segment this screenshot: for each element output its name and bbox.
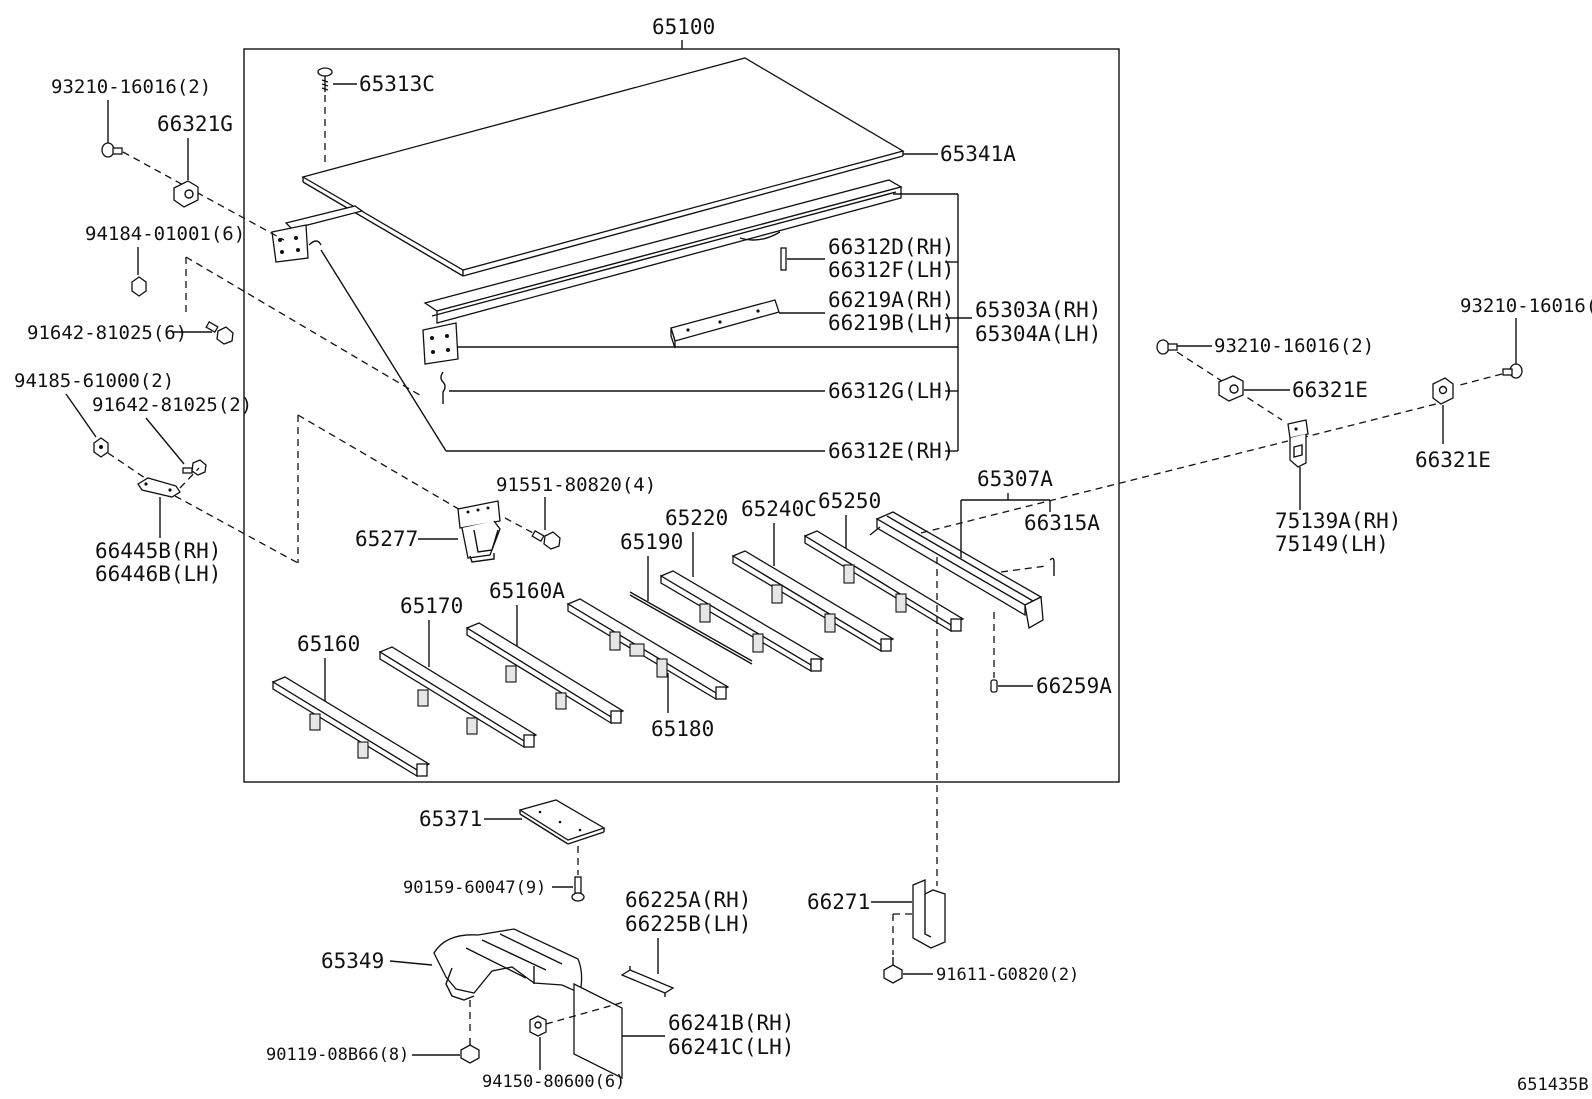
label-65341A[interactable]: 65341A — [940, 142, 1016, 166]
label-93210-right[interactable]: 93210-16016(2) — [1460, 295, 1592, 317]
label-90159[interactable]: 90159-60047(9) — [403, 878, 546, 898]
label-66259A[interactable]: 66259A — [1036, 674, 1112, 698]
strip-65190 — [629, 591, 753, 665]
pin-66312D — [780, 247, 787, 271]
label-65250[interactable]: 65250 — [818, 489, 881, 513]
label-91611[interactable]: 91611-G0820(2) — [936, 965, 1079, 985]
label-65313C[interactable]: 65313C — [359, 72, 435, 96]
label-66312G[interactable]: 66312G(LH) — [828, 379, 954, 403]
label-93210-mid[interactable]: 93210-16016(2) — [1214, 335, 1374, 357]
bracket-66225A — [620, 966, 675, 997]
label-65304A[interactable]: 65304A(LH) — [975, 322, 1101, 346]
label-66225B[interactable]: 66225B(LH) — [625, 912, 751, 936]
label-94150[interactable]: 94150-80600(6) — [482, 1072, 625, 1092]
bolt-93210-mid — [1156, 339, 1178, 355]
nut-66321E-b — [1432, 377, 1454, 405]
label-66271[interactable]: 66271 — [807, 890, 870, 914]
clip-66312G — [440, 371, 446, 404]
label-66241C[interactable]: 66241C(LH) — [668, 1035, 794, 1059]
pin-66259A — [990, 679, 998, 693]
label-91551[interactable]: 91551-80820(4) — [496, 474, 656, 496]
label-75139A[interactable]: 75139A(RH) — [1275, 509, 1401, 533]
label-65349[interactable]: 65349 — [321, 949, 384, 973]
label-66312F[interactable]: 66312F(LH) — [828, 258, 954, 282]
bracket-65277 — [457, 500, 501, 563]
diagram-id: 651435B — [1517, 1075, 1589, 1095]
bolt-91642-6 — [205, 321, 234, 345]
label-65190[interactable]: 65190 — [620, 530, 683, 554]
clip-66315A — [1049, 557, 1055, 576]
label-91642-6[interactable]: 91642-81025(6) — [27, 322, 187, 344]
bolt-91551 — [531, 530, 561, 550]
label-65307A[interactable]: 65307A — [977, 467, 1053, 491]
label-65160[interactable]: 65160 — [297, 632, 360, 656]
crossmember-65180 — [566, 598, 730, 701]
mudflap-66241B — [573, 982, 623, 1080]
crossmember-65160 — [271, 676, 431, 778]
label-90119[interactable]: 90119-08B66(8) — [266, 1045, 409, 1065]
label-66219A[interactable]: 66219A(RH) — [828, 288, 954, 312]
reinforcement-66219A — [670, 299, 780, 349]
label-93210-left[interactable]: 93210-16016(2) — [51, 76, 211, 98]
nut-66321E-a — [1218, 375, 1244, 402]
mudguard-65349 — [433, 928, 583, 1001]
label-65220[interactable]: 65220 — [665, 506, 728, 530]
label-94184[interactable]: 94184-01001(6) — [85, 223, 245, 245]
label-65371[interactable]: 65371 — [419, 807, 482, 831]
label-65180[interactable]: 65180 — [651, 717, 714, 741]
label-66321E-a[interactable]: 66321E — [1292, 378, 1368, 402]
screw-90159 — [571, 876, 585, 902]
label-65160A[interactable]: 65160A — [489, 579, 565, 603]
label-66219B[interactable]: 66219B(LH) — [828, 311, 954, 335]
label-94185[interactable]: 94185-61000(2) — [14, 370, 174, 392]
label-65277[interactable]: 65277 — [355, 527, 418, 551]
crossmember-65170 — [378, 646, 538, 749]
side-rail-65303A — [422, 179, 903, 365]
plate-65371 — [518, 799, 606, 845]
crossmember-65160A — [465, 622, 625, 725]
label-66446B[interactable]: 66446B(LH) — [95, 562, 221, 586]
bracket-66445B — [137, 477, 181, 498]
nut-66321G — [173, 180, 199, 208]
bracket-66271 — [912, 879, 946, 949]
label-65100[interactable]: 65100 — [652, 15, 715, 39]
crossmember-65240C — [731, 550, 895, 653]
label-66312E[interactable]: 66312E(RH) — [828, 439, 954, 463]
label-65170[interactable]: 65170 — [400, 594, 463, 618]
label-91642-2[interactable]: 91642-81025(2) — [92, 394, 252, 416]
label-65240C[interactable]: 65240C — [741, 497, 817, 521]
label-75149[interactable]: 75149(LH) — [1275, 532, 1389, 556]
label-66312D[interactable]: 66312D(RH) — [828, 235, 954, 259]
nut-94185 — [93, 437, 109, 458]
floor-panel — [301, 57, 905, 277]
crossmember-65307A — [869, 511, 1044, 630]
nut-94184 — [131, 276, 147, 297]
bolt-91611 — [883, 957, 903, 984]
bolt-93210-right — [1502, 363, 1523, 379]
label-66241B[interactable]: 66241B(RH) — [668, 1011, 794, 1035]
bolt-91642-2 — [182, 459, 207, 476]
label-66315A[interactable]: 66315A — [1024, 511, 1100, 535]
bolt-93210-left — [101, 142, 123, 158]
crossmember-65250 — [803, 530, 965, 633]
label-66445B[interactable]: 66445B(RH) — [95, 539, 221, 563]
label-66225A[interactable]: 66225A(RH) — [625, 888, 751, 912]
screw-65313C — [317, 67, 333, 92]
crossmember-65220 — [659, 570, 825, 673]
label-65303A[interactable]: 65303A(RH) — [975, 298, 1101, 322]
side-rail-upper — [271, 205, 364, 263]
nut-94150 — [529, 1015, 547, 1037]
bracket-75139A — [1287, 419, 1309, 468]
label-66321E-b[interactable]: 66321E — [1415, 448, 1491, 472]
bolt-90119 — [460, 1038, 480, 1064]
label-66321G[interactable]: 66321G — [157, 112, 233, 136]
